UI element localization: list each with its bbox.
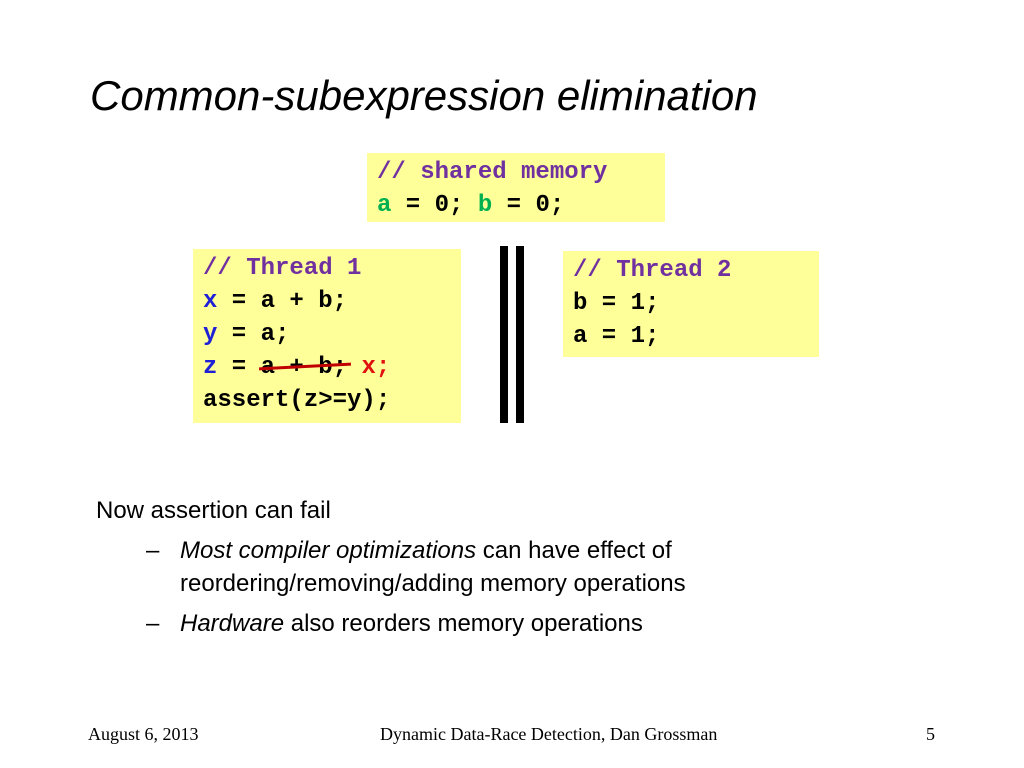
var-x: x [203, 288, 218, 315]
var-a: a [377, 192, 392, 219]
footer-page-number: 5 [926, 724, 935, 744]
thread2-line-a: a = 1; [573, 323, 660, 350]
footer-date: August 6, 2013 [88, 724, 199, 744]
thread1-line-y: y = a; [203, 321, 290, 348]
thread1-code-box: // Thread 1 x = a + b; y = a; z = a + b; x;… [193, 249, 461, 423]
var-y: y [203, 321, 218, 348]
shared-memory-comment: // shared memory [377, 159, 608, 186]
thread1-line-x: x = a + b; [203, 288, 348, 315]
thread1-line-z: z = a + b; x; [203, 351, 451, 384]
thread2-line-b: b = 1; [573, 290, 660, 317]
shared-memory-init-line: a = 0; b = 0; [377, 192, 565, 219]
struck-expression: a + b; [261, 351, 347, 384]
var-z: z [203, 354, 218, 381]
parallel-bar-left [500, 246, 508, 423]
bullet-list: Now assertion can fail – Most compiler o… [96, 494, 820, 640]
parallel-bar-right [516, 246, 524, 423]
slide-title: Common-subexpression elimination [90, 72, 758, 119]
dash-marker: – [146, 537, 160, 564]
footer-title: Dynamic Data-Race Detection, Dan Grossma… [380, 724, 718, 744]
thread2-code-box: // Thread 2 b = 1; a = 1; [563, 251, 819, 357]
var-b: b [477, 192, 493, 219]
dash-marker: – [146, 610, 160, 637]
thread2-comment: // Thread 2 [573, 257, 732, 284]
shared-memory-code-box: // shared memory a = 0; b = 0; [367, 153, 665, 222]
bullet-sub-1: – Most compiler optimizations can have e… [96, 534, 820, 600]
thread1-assert-line: assert(z>=y); [203, 387, 391, 414]
bullet-sub-2: – Hardware also reorders memory operatio… [96, 607, 820, 640]
bullet-main: Now assertion can fail [96, 497, 331, 524]
replacement-x: x; [347, 354, 391, 381]
thread1-comment: // Thread 1 [203, 255, 362, 282]
